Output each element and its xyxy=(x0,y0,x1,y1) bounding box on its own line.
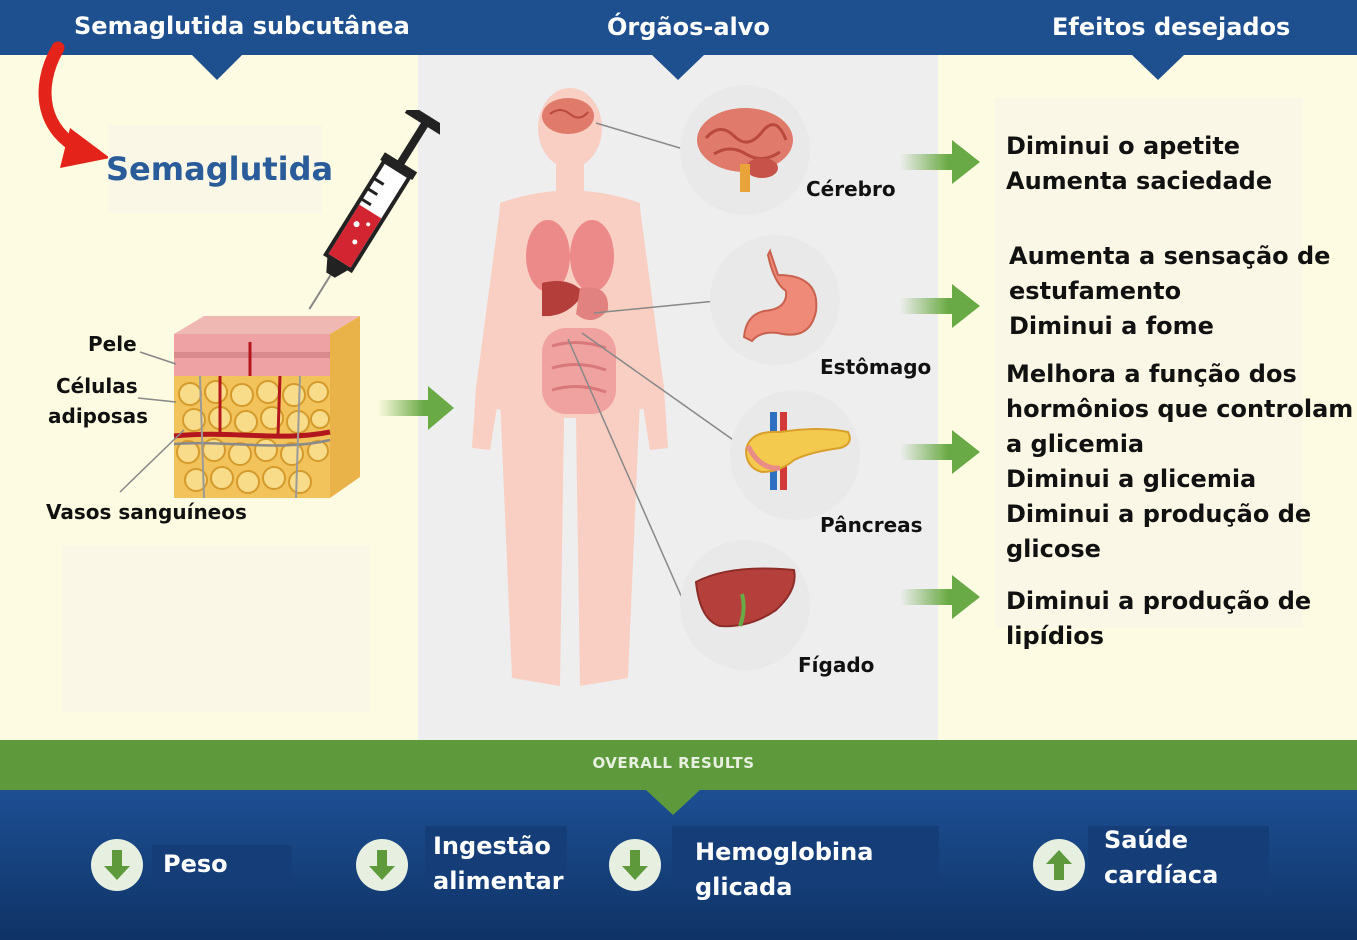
result-box-4 xyxy=(1088,826,1269,890)
effect-arrow-stomach xyxy=(900,284,980,328)
effect-arrow-pancreas xyxy=(900,430,980,474)
empty-note-box xyxy=(62,546,370,712)
result-box-2 xyxy=(425,826,567,886)
organ-label-brain: Cérebro xyxy=(806,177,896,201)
effect-line: Aumenta saciedade xyxy=(1006,167,1273,195)
header-pointer-3 xyxy=(1132,55,1184,80)
human-body-figure xyxy=(472,88,668,686)
skin-leader-lines xyxy=(119,351,185,493)
effect-line: estufamento xyxy=(1009,277,1182,305)
effect-arrows xyxy=(900,140,980,619)
effects-box xyxy=(995,98,1303,628)
organ-label-pancreas: Pâncreas xyxy=(820,513,923,537)
header-col1-title: Semaglutida subcutânea xyxy=(74,12,410,40)
effect-line: Diminui o apetite xyxy=(1006,132,1241,160)
drug-label: Semaglutida xyxy=(106,150,334,188)
arrow-down-icon xyxy=(609,839,661,891)
result-label-3: Hemoglobina glicada xyxy=(695,835,873,905)
skin-label-celulas-1: Células xyxy=(56,374,138,398)
header-col2-title: Órgãos-alvo xyxy=(607,13,770,41)
effect-line: hormônios que controlam xyxy=(1006,395,1354,423)
overall-results-band xyxy=(0,740,1357,790)
effects-pancreas: Melhora a função dos hormônios que contr… xyxy=(1006,357,1353,567)
header-col3-title: Efeitos desejados xyxy=(1052,13,1291,41)
effects-liver: Diminui a produção de lipídios xyxy=(1006,584,1311,654)
result-label-2: Ingestão alimentar xyxy=(433,829,564,899)
effect-line: glicose xyxy=(1006,535,1101,563)
header-pointer-2 xyxy=(652,55,704,80)
effect-line: Aumenta a sensação de xyxy=(1009,242,1331,270)
organ-leader-lines xyxy=(567,122,747,608)
syringe-icon xyxy=(308,110,440,310)
header-bar xyxy=(0,0,1357,55)
brain-icon xyxy=(697,108,793,192)
skin-layers-block xyxy=(173,316,360,499)
effects-stomach: Aumenta a sensação de estufamento Diminu… xyxy=(1009,239,1330,344)
skin-label-pele: Pele xyxy=(88,332,137,356)
skin-label-vasos: Vasos sanguíneos xyxy=(46,500,247,524)
effect-arrow-liver xyxy=(900,575,980,619)
results-pointer xyxy=(645,789,701,815)
result-box-1 xyxy=(152,845,292,887)
effect-line: Melhora a função dos xyxy=(1006,360,1297,388)
organ-label-stomach: Estômago xyxy=(820,355,932,379)
overall-results-title: OVERALL RESULTS xyxy=(592,754,755,772)
effect-line: Diminui a produção de xyxy=(1006,500,1312,528)
result-label-4: Saúde cardíaca xyxy=(1104,823,1218,893)
effect-line: Diminui a glicemia xyxy=(1006,465,1257,493)
result-box-3 xyxy=(672,826,939,890)
effect-line: Diminui a produção de xyxy=(1006,587,1312,615)
effect-line: lipídios xyxy=(1006,622,1105,650)
header-pointer-1 xyxy=(192,55,242,80)
effects-brain: Diminui o apetite Aumenta saciedade xyxy=(1006,129,1272,199)
result-line: cardíaca xyxy=(1104,861,1219,889)
liver-icon xyxy=(694,567,796,628)
arrow-down-icon xyxy=(91,839,143,891)
result-line: alimentar xyxy=(433,867,564,895)
red-curved-arrow-icon xyxy=(38,41,110,168)
stomach-circle xyxy=(710,235,840,365)
result-line: Hemoglobina xyxy=(695,838,874,866)
effect-arrow-brain xyxy=(900,140,980,184)
organ-label-liver: Fígado xyxy=(798,653,875,677)
pancreas-icon xyxy=(744,412,851,490)
arrow-up-icon xyxy=(1033,839,1085,891)
arrow-down-icon xyxy=(356,839,408,891)
effect-line: a glicemia xyxy=(1006,430,1145,458)
header-pointers xyxy=(192,55,1184,80)
stomach-icon xyxy=(742,248,818,343)
skin-label-celulas-2: adiposas xyxy=(48,404,149,428)
result-line: Saúde xyxy=(1104,826,1189,854)
drug-label-box xyxy=(108,125,322,213)
result-line: Ingestão xyxy=(433,832,551,860)
result-line: glicada xyxy=(695,873,793,901)
effect-line: Diminui a fome xyxy=(1009,312,1214,340)
green-arrow-icon xyxy=(378,386,454,430)
result-label-1: Peso xyxy=(163,850,228,878)
